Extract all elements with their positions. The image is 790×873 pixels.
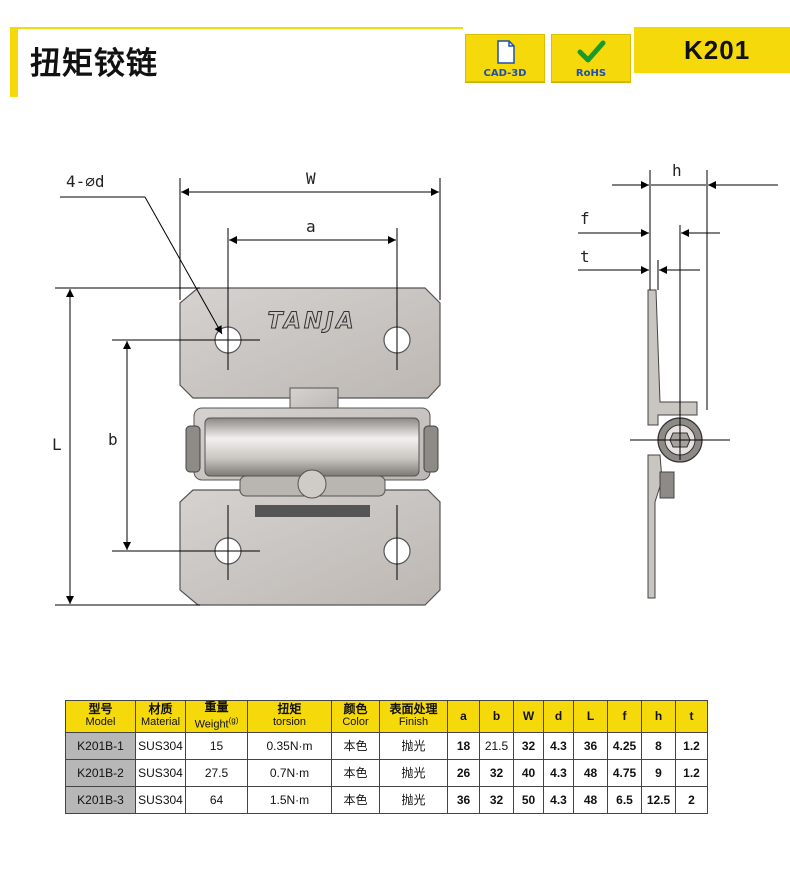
cell-finish: 抛光	[379, 731, 448, 760]
cell-material: SUS304	[135, 785, 186, 814]
cell-b: 21.5	[479, 731, 514, 760]
width-label: W	[306, 169, 316, 188]
rohs-label: RoHS	[575, 68, 607, 79]
header-t: t	[675, 700, 708, 733]
brand-logo: TANJA	[268, 309, 357, 334]
cell-a: 36	[447, 785, 480, 814]
cell-torsion: 1.5N·m	[247, 785, 332, 814]
cell-h: 9	[641, 758, 676, 787]
cell-w: 32	[513, 731, 544, 760]
cad-3d-label: CAD-3D	[483, 68, 527, 79]
cell-torsion: 0.7N·m	[247, 758, 332, 787]
cell-h: 12.5	[641, 785, 676, 814]
product-code: K201	[684, 35, 751, 65]
hole-dimension-label: 4-∅d	[66, 172, 105, 191]
cell-b: 32	[479, 758, 514, 787]
cell-model: K201B-2	[65, 758, 136, 787]
cell-d: 4.3	[543, 785, 574, 814]
slot	[255, 505, 370, 517]
table-row: K201B-3 SUS304 64 1.5N·m 本色 抛光 36 32 50 …	[65, 785, 708, 814]
cell-a: 18	[447, 731, 480, 760]
cell-t: 1.2	[675, 731, 708, 760]
cell-d: 4.3	[543, 731, 574, 760]
cell-f: 6.5	[607, 785, 642, 814]
page-title: 扭矩铰链	[30, 46, 158, 82]
cell-color: 本色	[331, 731, 380, 760]
cell-weight: 27.5	[185, 758, 248, 787]
header-w: W	[513, 700, 544, 733]
cell-f: 4.25	[607, 731, 642, 760]
cell-l: 48	[573, 785, 608, 814]
cell-l: 36	[573, 731, 608, 760]
product-code-box: K201	[634, 27, 790, 73]
upper-leaf: TANJA	[179, 287, 441, 399]
cell-w: 40	[513, 758, 544, 787]
cell-w: 50	[513, 785, 544, 814]
lower-leaf	[179, 489, 441, 606]
cell-t: 1.2	[675, 758, 708, 787]
table-row: K201B-1 SUS304 15 0.35N·m 本色 抛光 18 21.5 …	[65, 731, 708, 760]
header-b: b	[479, 700, 514, 733]
cell-t: 2	[675, 785, 708, 814]
cell-model: K201B-1	[65, 731, 136, 760]
hole-pitch-label: b	[108, 430, 118, 449]
cell-weight: 64	[185, 785, 248, 814]
document-icon	[497, 40, 515, 64]
cell-h: 8	[641, 731, 676, 760]
cell-color: 本色	[331, 785, 380, 814]
side-view	[647, 289, 703, 599]
cell-material: SUS304	[135, 758, 186, 787]
header-bar	[10, 27, 463, 97]
height-label: h	[672, 161, 682, 180]
thickness-label: t	[580, 247, 590, 266]
cell-finish: 抛光	[379, 758, 448, 787]
length-label: L	[52, 435, 62, 454]
cell-weight: 15	[185, 731, 248, 760]
cell-l: 48	[573, 758, 608, 787]
cell-model: K201B-3	[65, 785, 136, 814]
table-row: K201B-2 SUS304 27.5 0.7N·m 本色 抛光 26 32 4…	[65, 758, 708, 787]
cell-finish: 抛光	[379, 785, 448, 814]
cell-color: 本色	[331, 758, 380, 787]
cad-3d-badge[interactable]: CAD-3D	[465, 34, 545, 82]
header-f: f	[607, 700, 642, 733]
header-h: h	[641, 700, 676, 733]
cell-material: SUS304	[135, 731, 186, 760]
technical-drawing: TANJA 4-∅d W a L b	[52, 161, 778, 606]
hole-spacing-label: a	[306, 217, 316, 236]
side-dimensions	[578, 170, 778, 460]
cell-torsion: 0.35N·m	[247, 731, 332, 760]
header-d: d	[543, 700, 574, 733]
header-a: a	[447, 700, 480, 733]
cell-b: 32	[479, 785, 514, 814]
cell-a: 26	[447, 758, 480, 787]
checkmark-icon	[577, 40, 606, 63]
cell-d: 4.3	[543, 758, 574, 787]
header-l: L	[573, 700, 608, 733]
offset-label: f	[580, 209, 590, 228]
rohs-badge[interactable]: RoHS	[551, 34, 631, 82]
front-dimensions	[55, 178, 441, 606]
hinge-barrel	[185, 387, 439, 499]
cell-f: 4.75	[607, 758, 642, 787]
